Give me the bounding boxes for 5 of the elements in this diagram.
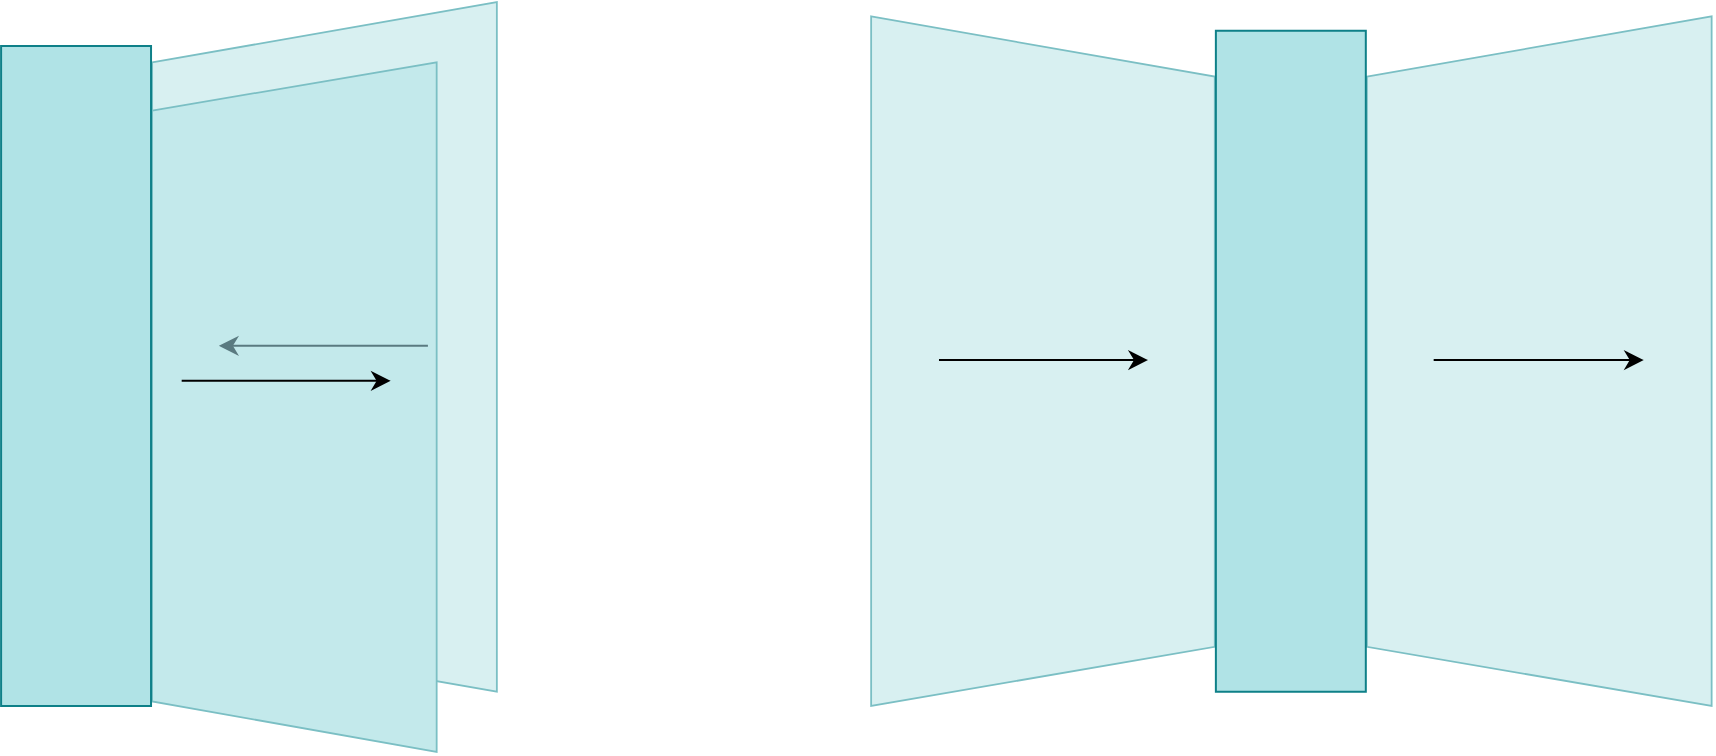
trapezoid-panel	[1366, 15, 1713, 707]
block	[1214, 29, 1367, 693]
trapezoid-panel	[870, 15, 1216, 707]
block	[0, 44, 153, 707]
trapezoid-panel	[151, 61, 438, 753]
